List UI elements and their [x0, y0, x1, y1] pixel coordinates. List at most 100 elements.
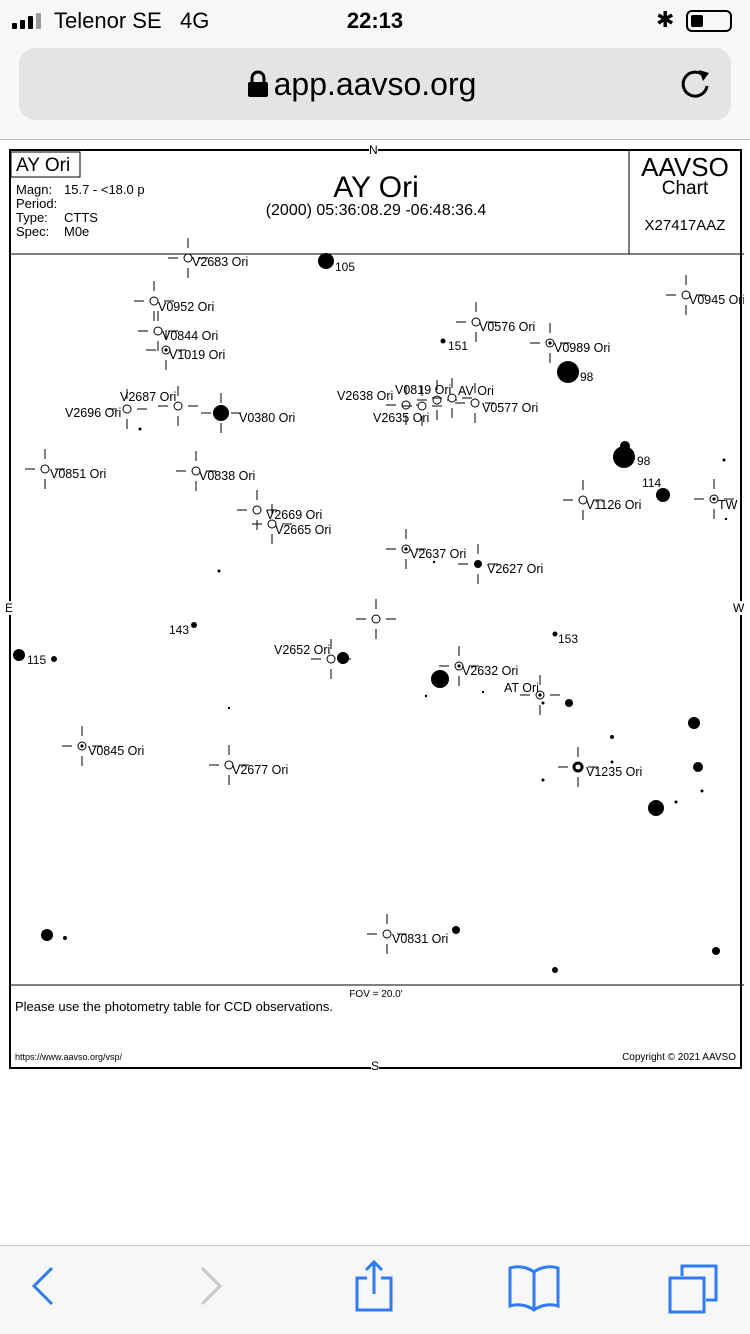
- magn-label: Magn:: [16, 182, 52, 197]
- fov-label: FOV = 20.0': [349, 989, 402, 1000]
- variable-star-v0576-ori-label: V0576 Ori: [479, 320, 535, 334]
- variable-star-v0945-ori-crosshair: [666, 275, 706, 315]
- type-value: CTTS: [64, 210, 98, 225]
- field-star: [610, 735, 614, 739]
- comparison-star-label: 98: [580, 370, 594, 384]
- variable-star-v0380-ori-crosshair: [201, 393, 241, 433]
- variable-star-v0952-ori-marker: [149, 296, 159, 306]
- carrier: Telenor SE 4G: [54, 8, 210, 33]
- variable-star-v0844-ori-marker: [153, 326, 163, 336]
- variable-star-v1126-ori-marker: [578, 495, 588, 505]
- compass-east: E: [5, 601, 14, 615]
- lock-icon: [248, 70, 268, 97]
- variable-star-v0845-ori-label: V0845 Ori: [88, 744, 144, 758]
- comparison-star-105: [318, 253, 334, 269]
- ccd-note: Please use the photometry table for CCD …: [15, 999, 333, 1014]
- variable-star-v1235-ori-marker: [572, 761, 584, 773]
- variable-star-v0576-ori-marker: [471, 317, 481, 327]
- variable-star-av-ori-crosshair: [432, 378, 472, 418]
- comparison-star-label: 115: [27, 653, 46, 667]
- type-label: Type:: [16, 210, 48, 225]
- variable-star-v0577-ori-label: V0577 Ori: [482, 401, 538, 415]
- variable-star-at-ori-crosshair: [520, 675, 560, 715]
- field-star: [620, 441, 630, 451]
- variable-star-v0819-ori-marker: [432, 395, 442, 405]
- variable-star-v2687-ori-crosshair: [158, 386, 198, 426]
- field-star: [712, 947, 720, 955]
- forward-icon[interactable]: [198, 1264, 224, 1308]
- variable-star-v0831-ori-crosshair: [367, 914, 407, 954]
- field-star: [481, 690, 485, 694]
- target-ay-ori-crosshair: [356, 599, 396, 639]
- clock: 22:13: [346, 8, 404, 33]
- variable-star-v1126-ori-crosshair: [563, 480, 603, 520]
- aavso-logo-text: AAVSO: [641, 152, 729, 182]
- variable-star-v0838-ori-marker: [191, 466, 201, 476]
- star-name-box: AY Ori: [16, 155, 70, 176]
- variable-star-v2677-ori-crosshair: [209, 745, 249, 785]
- address-bar[interactable]: app.aavso.org: [19, 48, 731, 120]
- field-star: [674, 800, 678, 804]
- variable-star-v0945-ori-label: V0945 Ori: [689, 293, 744, 307]
- comparison-star-label: 114: [642, 476, 661, 490]
- variable-star-v0945-ori-marker: [681, 290, 691, 300]
- field-star: [648, 800, 664, 816]
- field-star: [700, 789, 704, 793]
- finder-chart: AY Ori Magn: 15.7 - <18.0 p Period: Type…: [5, 143, 745, 1073]
- variable-star-v0851-ori-label: V0851 Ori: [50, 467, 106, 481]
- magn-value: 15.7 - <18.0 p: [64, 182, 145, 197]
- field-star: [337, 652, 349, 664]
- variable-star-v0577-ori-marker: [470, 398, 480, 408]
- spec-label: Spec:: [16, 224, 49, 239]
- variable-star-v0844-ori-crosshair: [138, 311, 178, 351]
- bluetooth-icon: ✱: [656, 7, 675, 32]
- tabs-icon[interactable]: [668, 1264, 720, 1316]
- field-star: [51, 656, 57, 662]
- signal-icon: [12, 13, 41, 29]
- url-text: app.aavso.org: [273, 66, 477, 102]
- variable-star-v2627-ori-crosshair: [458, 544, 498, 584]
- variable-star-av-ori-marker: [447, 393, 457, 403]
- vsp-link[interactable]: https://www.aavso.org/vsp/: [15, 1052, 123, 1062]
- chart-id: X27417AAZ: [645, 217, 726, 234]
- variable-star-v0851-ori-marker: [40, 464, 50, 474]
- comparison-star-label: 98: [637, 454, 651, 468]
- chart-title: AY Ori: [333, 171, 419, 204]
- variable-star-v2652-ori-label: V2652 Ori: [274, 643, 330, 657]
- field-star: [724, 517, 728, 521]
- variable-star-v2637-ori-label: V2637 Ori: [410, 547, 466, 561]
- field-star: [138, 427, 142, 431]
- variable-star-v0576-ori-crosshair: [456, 302, 496, 342]
- variable-star-at-ori-center-dot: [538, 693, 542, 697]
- variable-star-v1126-ori-label: V1126 Ori: [586, 498, 641, 512]
- variable-star-v2683-ori-crosshair: [168, 238, 208, 278]
- copyright: Copyright © 2021 AAVSO: [622, 1052, 736, 1063]
- bookmarks-icon[interactable]: [508, 1264, 560, 1312]
- variable-star-v2677-ori-marker: [224, 760, 234, 770]
- comparison-star-143: [191, 622, 197, 628]
- target-ay-ori-marker: [371, 614, 381, 624]
- back-icon[interactable]: [30, 1264, 56, 1308]
- variable-star-v2632-ori-crosshair: [439, 646, 479, 686]
- variable-star-av-ori-label: AV Ori: [458, 384, 494, 398]
- compass-west: W: [733, 601, 745, 615]
- compass-north: N: [369, 143, 378, 157]
- chart-word: Chart: [662, 178, 709, 199]
- comparison-star-114: [656, 488, 670, 502]
- variable-star-v2635-ori-label: V2635 Ori: [373, 411, 429, 425]
- reload-icon[interactable]: [677, 66, 713, 102]
- field-star: [552, 967, 558, 973]
- variable-star-v0838-ori-label: V0838 Ori: [199, 469, 255, 483]
- field-star: [41, 929, 53, 941]
- field-star: [431, 670, 449, 688]
- variable-star-v2635-ori-marker: [417, 401, 427, 411]
- share-icon[interactable]: [354, 1260, 394, 1312]
- variable-star-v2677-ori-label: V2677 Ori: [232, 763, 288, 777]
- variable-star-v0380-ori-label: V0380 Ori: [239, 411, 295, 425]
- field-star: [722, 458, 726, 462]
- comparison-star-115: [13, 649, 25, 661]
- variable-star-v1019-ori-center-dot: [164, 348, 168, 352]
- field-star: [217, 569, 221, 573]
- field-star: [565, 699, 573, 707]
- variable-star-v0952-ori-label: V0952 Ori: [158, 300, 214, 314]
